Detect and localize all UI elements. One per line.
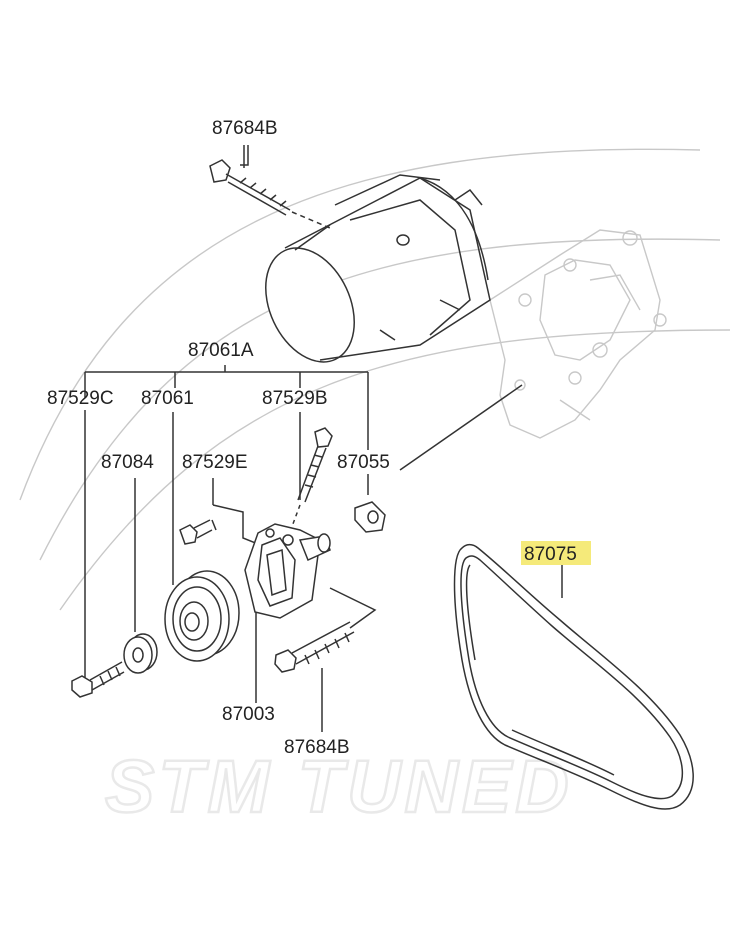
label-87529c[interactable]: 87529C bbox=[47, 388, 114, 409]
watermark-swoosh bbox=[19, 148, 731, 611]
label-87529b[interactable]: 87529B bbox=[262, 388, 328, 409]
label-87061[interactable]: 87061 bbox=[141, 388, 194, 409]
engine-bracket-ghost bbox=[489, 229, 667, 439]
label-87003[interactable]: 87003 bbox=[222, 704, 275, 725]
label-87684b-bottom[interactable]: 87684B bbox=[284, 737, 350, 758]
clip-87055 bbox=[354, 501, 386, 533]
bolt-87529c bbox=[71, 661, 125, 698]
watermark-text: STM TUNED bbox=[105, 745, 573, 828]
bolt-87529b bbox=[286, 427, 333, 541]
label-87084[interactable]: 87084 bbox=[101, 452, 154, 473]
bracket-87061a bbox=[84, 365, 369, 450]
label-87075[interactable]: 87075 bbox=[524, 544, 577, 565]
idler-pulley-87061 bbox=[164, 570, 240, 662]
bolt-87684b-bottom bbox=[274, 621, 355, 673]
tensioner-bracket bbox=[244, 523, 331, 619]
label-87529e[interactable]: 87529E bbox=[182, 452, 248, 473]
part-labels: 87684B 87061A 87529C 87061 87529B 87084 … bbox=[47, 118, 591, 758]
drive-belt-87075 bbox=[453, 543, 694, 810]
spacer-87084 bbox=[123, 633, 158, 674]
bolt-87684b-top bbox=[209, 145, 331, 229]
highlight-87075 bbox=[521, 541, 591, 565]
leader-bracket bbox=[399, 384, 523, 471]
label-87055[interactable]: 87055 bbox=[337, 452, 390, 473]
leader-lines bbox=[84, 410, 563, 732]
alternator-assembly bbox=[265, 174, 491, 363]
label-87061a[interactable]: 87061A bbox=[188, 340, 254, 361]
label-87684b-top[interactable]: 87684B bbox=[212, 118, 278, 139]
bolt-87529e bbox=[179, 519, 217, 545]
